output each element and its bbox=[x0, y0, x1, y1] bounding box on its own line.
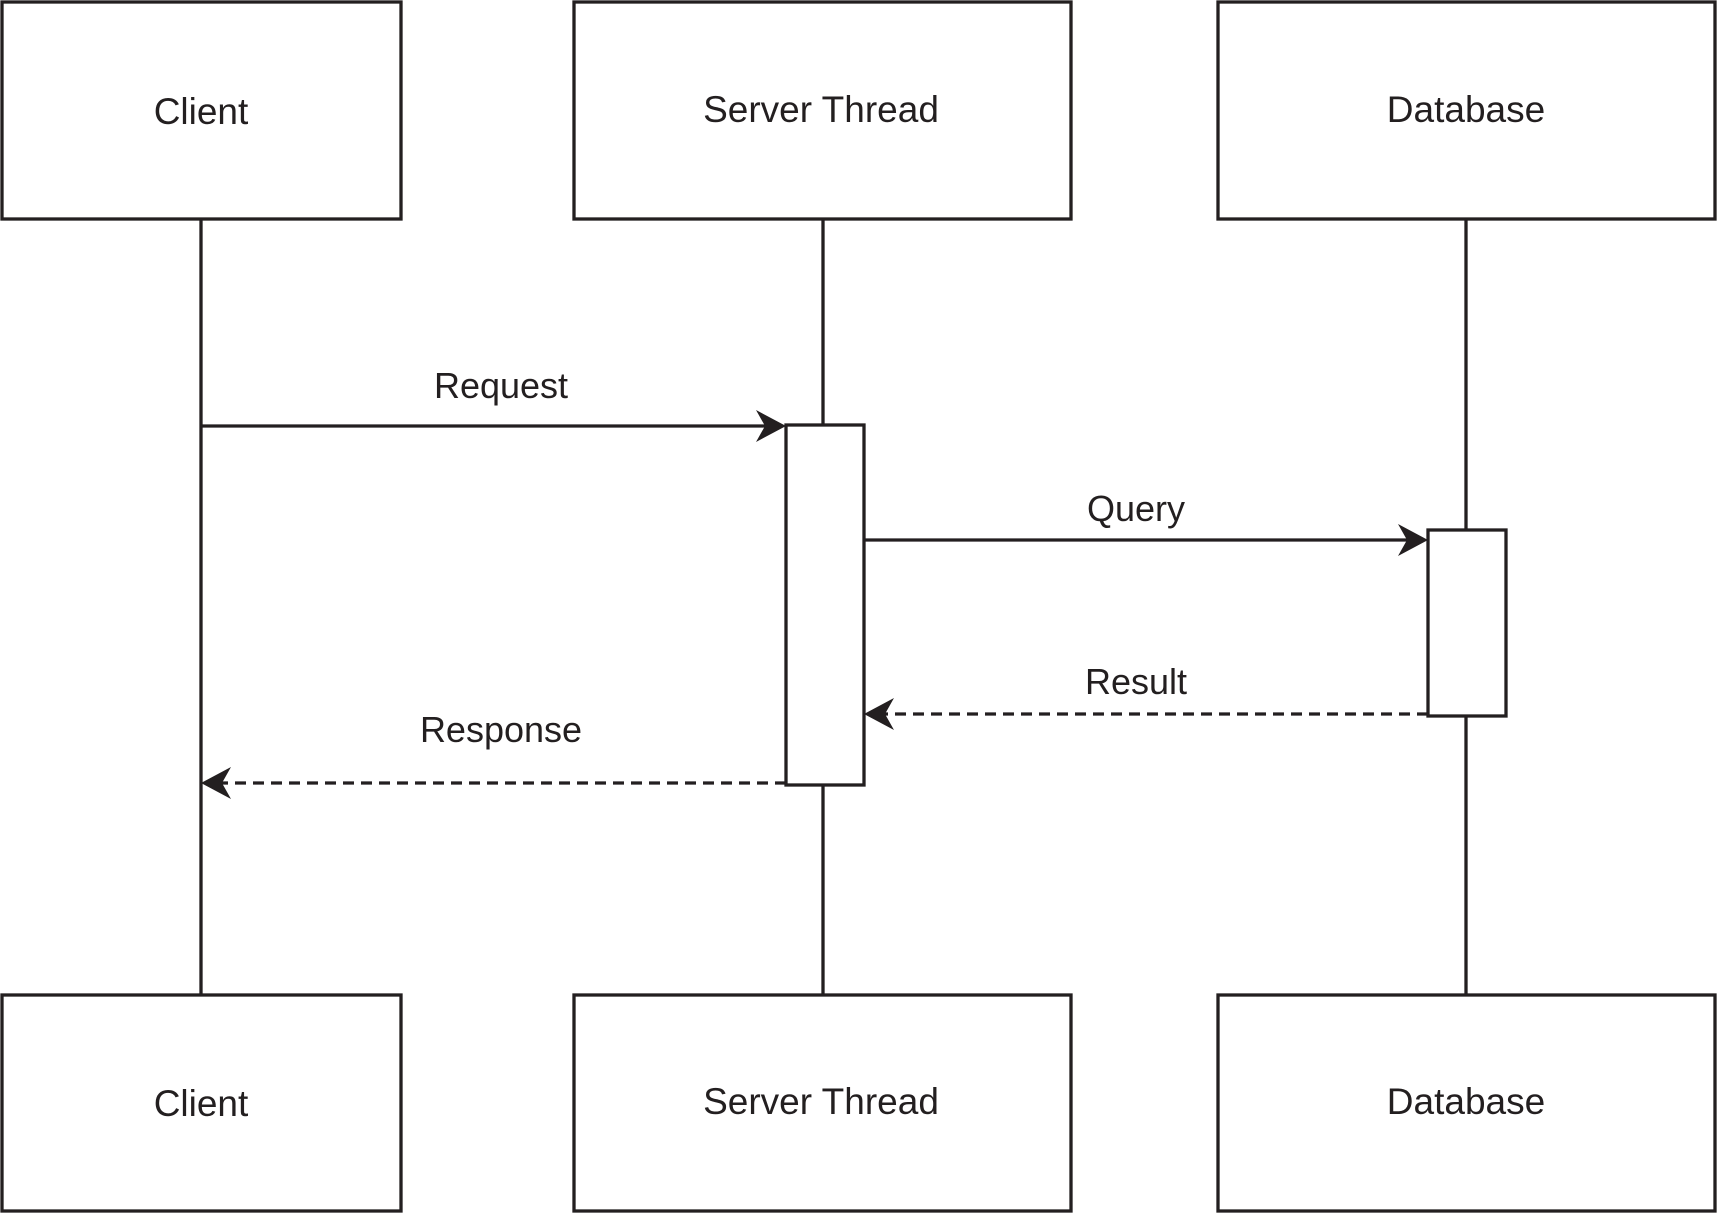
participant-box bbox=[572, 993, 1073, 1213]
message-label: Result bbox=[1085, 661, 1187, 702]
message-response: Response bbox=[201, 709, 786, 799]
arrowhead-icon bbox=[756, 410, 786, 442]
arrowhead-icon bbox=[864, 698, 894, 730]
participant-database-top: Database bbox=[1216, 0, 1717, 221]
message-request: Request bbox=[201, 365, 786, 442]
activation-bar-server bbox=[784, 423, 866, 787]
arrowhead-icon bbox=[1398, 524, 1428, 556]
participant-label: Database bbox=[1387, 89, 1545, 130]
activation-bar-database bbox=[1426, 528, 1508, 718]
participant-box bbox=[572, 0, 1073, 221]
participant-box bbox=[0, 0, 403, 221]
message-query: Query bbox=[864, 488, 1428, 556]
message-label: Response bbox=[420, 709, 582, 750]
participant-server-bottom: Server Thread bbox=[572, 993, 1073, 1213]
participant-server-top: Server Thread bbox=[572, 0, 1073, 221]
participant-client-bottom: Client bbox=[0, 993, 403, 1213]
participant-box bbox=[1216, 993, 1717, 1213]
message-result: Result bbox=[864, 661, 1428, 730]
arrowhead-icon bbox=[201, 767, 231, 799]
participant-box bbox=[0, 993, 403, 1213]
participant-box bbox=[1216, 0, 1717, 221]
participant-label: Client bbox=[154, 91, 249, 132]
participant-label: Server Thread bbox=[703, 1081, 939, 1122]
participant-client-top: Client bbox=[0, 0, 403, 221]
participant-label: Server Thread bbox=[703, 89, 939, 130]
message-label: Request bbox=[434, 365, 568, 406]
participant-label: Client bbox=[154, 1083, 249, 1124]
message-label: Query bbox=[1087, 488, 1185, 529]
participant-label: Database bbox=[1387, 1081, 1545, 1122]
participant-database-bottom: Database bbox=[1216, 993, 1717, 1213]
